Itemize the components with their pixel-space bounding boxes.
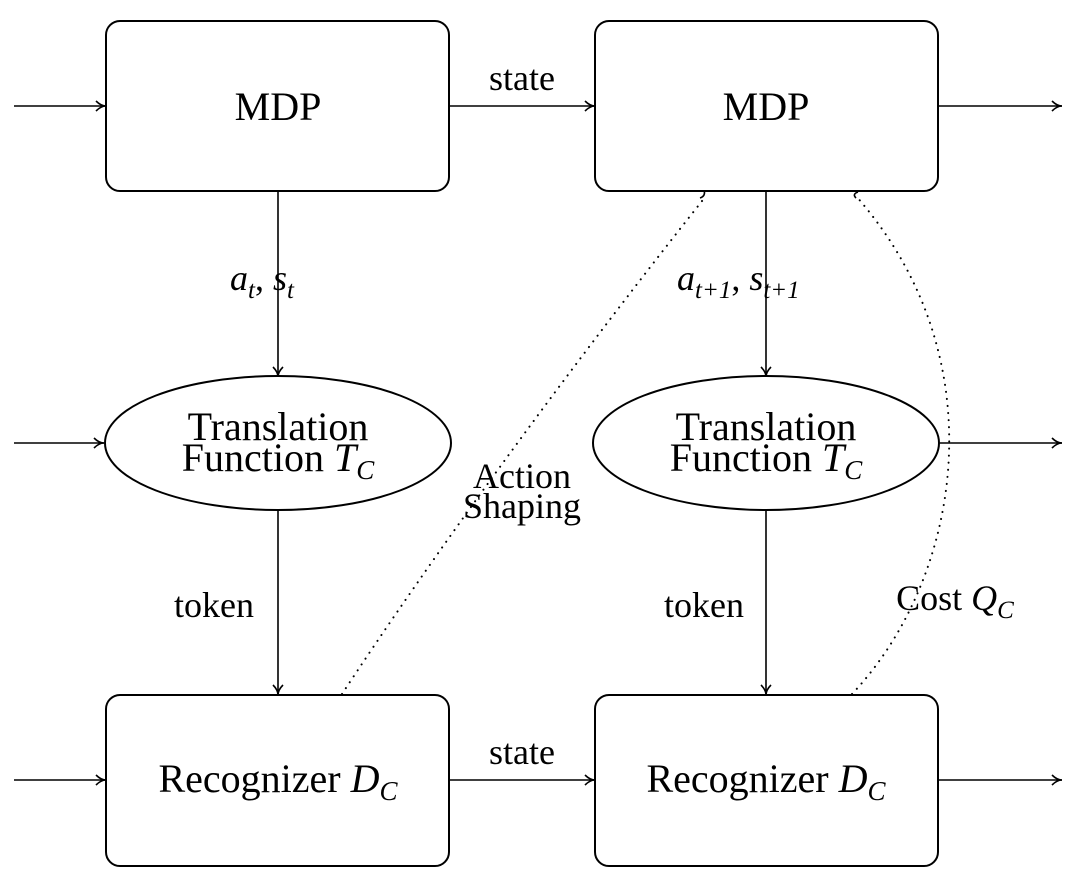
mdp-box-right bbox=[594, 20, 939, 192]
translation-right-line1: Translation bbox=[676, 404, 857, 449]
token-label-right: token bbox=[664, 585, 744, 625]
mdp-box-left bbox=[105, 20, 450, 192]
token-label-left: token bbox=[174, 585, 254, 625]
recognizer-box-left bbox=[105, 694, 450, 867]
mdp-left-label: MDP bbox=[235, 84, 322, 129]
cost-label: Cost QC bbox=[896, 578, 1014, 624]
action-shaping-dotted-arrow bbox=[341, 195, 707, 695]
translation-left-line1: Translation bbox=[188, 404, 369, 449]
translation-left-line2: Function TC bbox=[182, 435, 375, 485]
translation-ellipse-right bbox=[592, 375, 940, 511]
cost-arrowhead bbox=[853, 191, 859, 199]
state-label-bottom: state bbox=[489, 732, 555, 772]
action-shaping-label-line2: Shaping bbox=[463, 486, 581, 526]
recognizer-right-label: Recognizer DC bbox=[646, 756, 886, 806]
recognizer-box-right bbox=[594, 694, 939, 867]
recognizer-left-label: Recognizer DC bbox=[158, 756, 398, 806]
action-shaping-label-line1: Action bbox=[473, 456, 571, 496]
at-st-label: at, st bbox=[230, 258, 295, 304]
translation-right-line2: Function TC bbox=[670, 435, 863, 485]
at1-st1-label: at+1, st+1 bbox=[677, 258, 800, 304]
mdp-right-label: MDP bbox=[723, 84, 810, 129]
translation-ellipse-left bbox=[104, 375, 452, 511]
state-label-top: state bbox=[489, 58, 555, 98]
